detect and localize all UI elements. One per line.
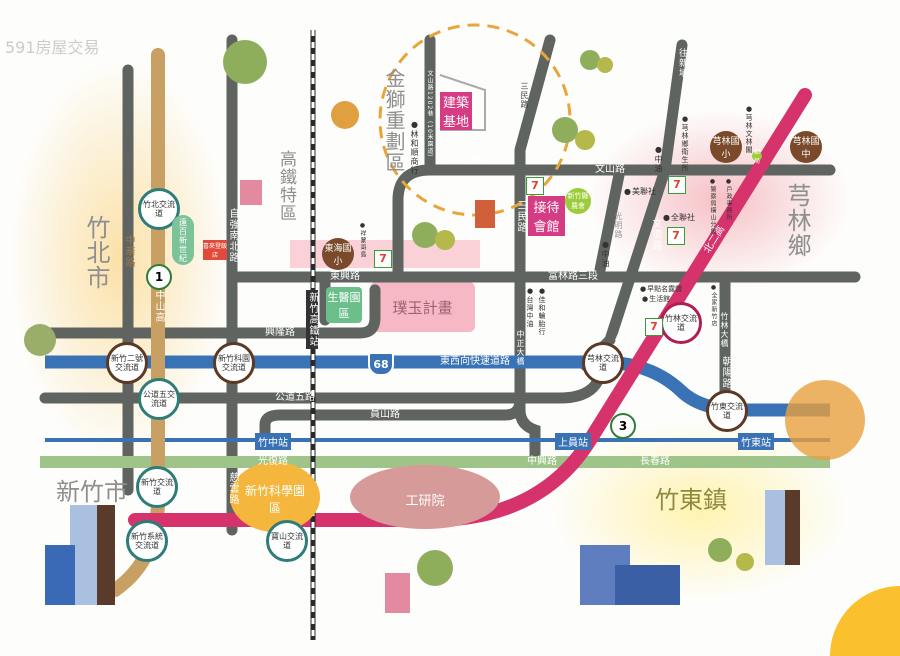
interchange-zhubei[interactable]: 竹北交流道 xyxy=(138,188,180,230)
poi-household: 戶政事務所 xyxy=(724,178,733,221)
road-zhonghua-label: 中華路 xyxy=(123,235,134,268)
district-jinshi: 金獅重劃區 xyxy=(382,68,406,173)
interchange-qionglin[interactable]: 芎林交流道 xyxy=(582,342,624,384)
road-yuanshan-label: 員山路 xyxy=(370,409,400,420)
road-xinglong xyxy=(44,284,381,339)
road-wenshan-label: 文山路 xyxy=(595,164,625,175)
poi-ambassador: 喜來登飯店 xyxy=(203,240,227,260)
poi-farm: 新竹縣農會 xyxy=(565,188,591,214)
road-zhongxing-label: 中興路 xyxy=(527,456,557,467)
station-shangyuan[interactable]: 上員站 xyxy=(555,433,591,450)
station-zhuzhong[interactable]: 竹中站 xyxy=(255,433,291,450)
puyu-zone xyxy=(370,282,475,332)
hsr-station: 新竹高鐵站 xyxy=(306,290,318,349)
road-sanmin xyxy=(514,34,556,466)
building-site[interactable]: 建築基地 xyxy=(440,92,472,130)
freeway-1-shield: 1 xyxy=(146,264,172,290)
poi-linhe: 林和順商行 xyxy=(409,120,420,175)
interchange-baoshan[interactable]: 寶山交流道 xyxy=(266,520,308,562)
building-icons xyxy=(45,74,800,613)
poi-life: 生活館 xyxy=(642,294,670,304)
interchange-gongdao5[interactable]: 公道五交流道 xyxy=(138,378,180,420)
road-ziqiang-label: 自強南北路 xyxy=(227,208,238,263)
poi-yuanbai: 遠百新世紀 xyxy=(172,215,194,265)
poi-cpc-2: 中油 xyxy=(600,240,611,268)
road-gongdao5-label: 公道五路 xyxy=(275,392,315,403)
road-yuanshan xyxy=(259,394,526,446)
itri-zone xyxy=(350,465,500,529)
sun-decoration xyxy=(830,586,900,656)
school-donghai: 東海國小 xyxy=(322,238,354,270)
interchange-zhudong[interactable]: 竹東交流道 xyxy=(706,390,748,432)
puyu-project: 璞玉計畫 xyxy=(392,299,453,317)
district-hsr-zone: 高鐵特區 xyxy=(276,150,296,222)
road-chaoyang-label: 朝陽路 xyxy=(720,356,731,389)
seven-eleven-icon: 7 xyxy=(645,318,663,336)
road-guangming-label: 光明路 xyxy=(614,212,623,239)
science-park-zone xyxy=(230,462,320,532)
poi-cpc-taiwan: 台灣中油 xyxy=(525,287,535,328)
zhulin-bridge-label: 竹林大橋 xyxy=(720,312,729,348)
road-dongxing-label: 東興路 xyxy=(330,271,360,282)
interchange-hsinchu2[interactable]: 新竹二號交流道 xyxy=(106,342,148,384)
interchange-zhulin[interactable]: 竹林交流道 xyxy=(660,302,702,344)
poi-meilian: 美聯社 xyxy=(624,186,656,197)
poi-police: 警察局橫山分局 xyxy=(708,178,717,235)
poi-health: 芎林鄉衛生所 xyxy=(680,115,690,172)
zhongzheng-bridge-label: 中正大橋 xyxy=(516,330,525,366)
poi-cpc-1: 中油 xyxy=(653,145,664,173)
road-fulin-label: 富林路三段 xyxy=(548,271,598,282)
poi-camp: 早點名露營 xyxy=(640,284,682,294)
district-zhudong: 竹東鎮 xyxy=(655,486,727,514)
to-xinpu-label: 往新埔 xyxy=(677,48,687,78)
district-zhubei: 竹北市 xyxy=(82,215,110,290)
watermark: 591房屋交易 xyxy=(5,38,100,57)
planned-road-label: 12米計畫道路 xyxy=(447,156,491,164)
school-qionglin-junior: 芎林國中 xyxy=(790,131,822,163)
district-qionglin: 芎林鄉 xyxy=(783,183,811,258)
school-qionglin-elementary: 芎林國小 xyxy=(710,131,742,163)
road-sanmin-north-label: 三民路 xyxy=(520,82,529,109)
poi-wenlin: 芎林文林閣 xyxy=(744,105,754,154)
wenshan-lane-label: 文山路1202巷（10米園道） xyxy=(426,70,433,162)
science-park: 新竹科學園區 xyxy=(245,484,306,515)
seven-eleven-icon: 7 xyxy=(374,250,392,268)
road-wende-label: 文德路 xyxy=(650,218,661,251)
road-expressway-label: 東西向快速道路 xyxy=(440,356,510,367)
poi-quanlian: 全聯社 xyxy=(663,212,695,223)
seven-eleven-icon: 7 xyxy=(667,227,685,245)
road-changchun-label: 長春路 xyxy=(640,456,670,467)
road-xinglong-label: 興隆路 xyxy=(265,327,295,338)
seven-eleven-icon: 7 xyxy=(526,177,544,195)
interchange-kelan[interactable]: 新竹科園交流道 xyxy=(213,342,255,384)
biomed-park: 生醫園區 xyxy=(326,287,362,323)
poi-store-qionglin: 全家新竹店 xyxy=(709,284,718,327)
itri: 工研院 xyxy=(405,494,445,509)
station-zhudong[interactable]: 竹東站 xyxy=(738,433,774,450)
seven-eleven-icon: 7 xyxy=(668,176,686,194)
interchange-system[interactable]: 新竹系統交流道 xyxy=(126,520,168,562)
road-ciyun-label: 慈雲路 xyxy=(227,472,238,505)
interchange-hsinchu[interactable]: 新竹交流道 xyxy=(136,466,178,508)
route-68-shield: 68 xyxy=(368,352,394,376)
reception-center[interactable]: 接待會館 xyxy=(528,196,565,236)
poi-tire: 佳和輪胎行 xyxy=(537,287,547,336)
tree-icons xyxy=(24,40,865,586)
poi-xiangyun: 祥蒙哥島 xyxy=(358,222,367,258)
district-hsinchu: 新竹市 xyxy=(56,478,128,506)
road-zhongshan-label: 中山高 xyxy=(153,290,164,323)
road-sanmin-label: 三民路 xyxy=(515,200,526,233)
road-guangfu-label: 光復路 xyxy=(258,456,288,467)
poi-post: 郵局 xyxy=(752,149,762,165)
freeway-3-shield: 3 xyxy=(610,413,636,439)
